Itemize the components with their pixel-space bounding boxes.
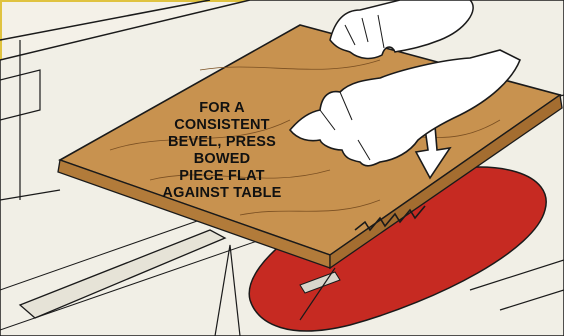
caption-line: AGAINST TABLE [148, 185, 296, 202]
caption-line: BOWED [148, 151, 296, 168]
instruction-caption: FOR A CONSISTENT BEVEL, PRESS BOWED PIEC… [148, 100, 296, 202]
caption-line: BEVEL, PRESS [148, 134, 296, 151]
caption-line: FOR A [148, 100, 296, 117]
caption-line: PIECE FLAT [148, 168, 296, 185]
caption-line: CONSISTENT [148, 117, 296, 134]
